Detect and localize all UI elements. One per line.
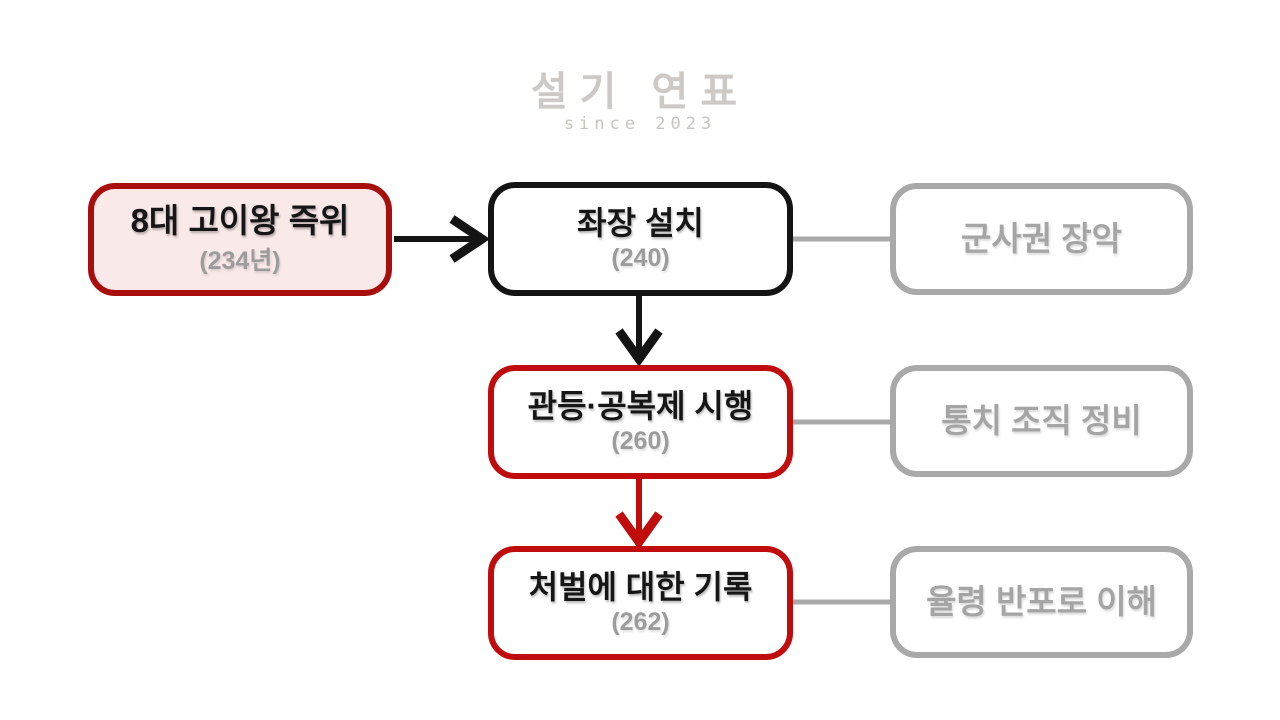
arrow-right-icon [394,215,491,263]
arrow-down-red-icon [615,479,663,550]
node-note-3: 율령 반포로 이해 [890,546,1193,658]
node-year: (262) [611,607,670,636]
watermark: 설기 연표 since 2023 [0,72,1280,133]
watermark-title: 설기 연표 [530,70,750,114]
node-title: 율령 반포로 이해 [926,583,1157,621]
node-title: 처벌에 대한 기록 [528,569,753,606]
node-year: (240) [611,243,670,272]
node-note-2: 통치 조직 정비 [890,365,1193,477]
node-title: 군사권 장악 [961,220,1122,258]
node-note-1: 군사권 장악 [890,183,1193,295]
node-event-1: 좌장 설치 (240) [488,182,793,296]
node-title: 관등·공복제 시행 [527,388,754,425]
node-title: 8대 고이왕 즉위 [130,201,350,239]
node-year: (234년) [199,247,281,276]
arrow-down-icon [615,296,663,367]
node-event-2: 관등·공복제 시행 (260) [488,365,793,479]
node-title: 통치 조직 정비 [941,402,1142,440]
node-king-accession: 8대 고이왕 즉위 (234년) [88,183,392,296]
node-title: 좌장 설치 [577,205,704,242]
node-year: (260) [611,426,670,455]
watermark-subtitle: since 2023 [563,114,717,134]
node-event-3: 처벌에 대한 기록 (262) [488,546,793,660]
